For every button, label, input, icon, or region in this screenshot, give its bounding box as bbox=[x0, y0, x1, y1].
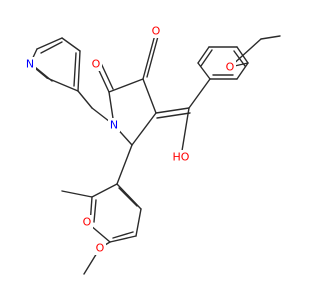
atom-o-methoxy-bottom: O bbox=[94, 241, 106, 255]
bond-18 bbox=[61, 37, 81, 52]
bond-44 bbox=[112, 231, 134, 239]
bond-40 bbox=[109, 235, 137, 243]
bond-42 bbox=[116, 183, 142, 210]
atom-o-methoxy-top: O bbox=[81, 215, 93, 229]
atom-o-hydroxyl: HO bbox=[172, 150, 190, 164]
bond-45 bbox=[118, 187, 138, 207]
bond-7 bbox=[142, 30, 157, 80]
bond-19 bbox=[77, 50, 81, 92]
bond-20 bbox=[34, 66, 53, 82]
bond-25 bbox=[197, 46, 210, 64]
atom-label-layer: O O N N HO O O O bbox=[24, 24, 236, 255]
bond-13 bbox=[77, 90, 93, 109]
bond-46 bbox=[61, 190, 93, 198]
bond-41 bbox=[135, 208, 142, 237]
bond-23 bbox=[188, 78, 211, 109]
bond-43 bbox=[93, 199, 97, 223]
atom-label-o-methoxy-top: O bbox=[83, 216, 92, 229]
bond-14 bbox=[46, 77, 79, 92]
atom-o-keto: O bbox=[150, 24, 162, 38]
bond-22 bbox=[73, 52, 77, 87]
atom-label-n-ring: N bbox=[110, 119, 118, 132]
bond-11 bbox=[180, 107, 190, 158]
atom-o-amide: O bbox=[90, 57, 102, 71]
bond-28 bbox=[236, 62, 249, 80]
bond-35 bbox=[260, 35, 281, 40]
chemical-structure: O O N N HO O O O bbox=[24, 24, 281, 275]
atom-label-o-ethoxy: O bbox=[226, 61, 235, 74]
bond-1 bbox=[108, 78, 144, 93]
bond-2 bbox=[142, 78, 157, 114]
atom-label-n-pyridine: N bbox=[26, 58, 34, 71]
bond-37 bbox=[91, 183, 118, 198]
bond-21 bbox=[40, 41, 63, 54]
atom-label-o-amide: O bbox=[92, 58, 101, 71]
atom-label-o-hydroxyl: HO bbox=[173, 151, 190, 164]
bond-layer bbox=[29, 28, 281, 275]
atom-n-pyridine: N bbox=[24, 57, 36, 71]
bond-30 bbox=[200, 49, 213, 67]
bond-17 bbox=[36, 37, 63, 50]
bond-6 bbox=[99, 60, 114, 90]
atom-label-o-keto: O bbox=[152, 25, 161, 38]
bond-36 bbox=[116, 144, 133, 185]
bond-24 bbox=[197, 62, 211, 80]
atom-label-o-methoxy-bottom: O bbox=[96, 242, 105, 255]
bond-9 bbox=[155, 107, 190, 114]
bond-39 bbox=[89, 224, 111, 243]
atom-n-ring: N bbox=[108, 118, 120, 132]
atom-o-ethoxy: O bbox=[224, 60, 236, 74]
bond-3 bbox=[131, 112, 157, 146]
bond-10 bbox=[156, 112, 191, 119]
